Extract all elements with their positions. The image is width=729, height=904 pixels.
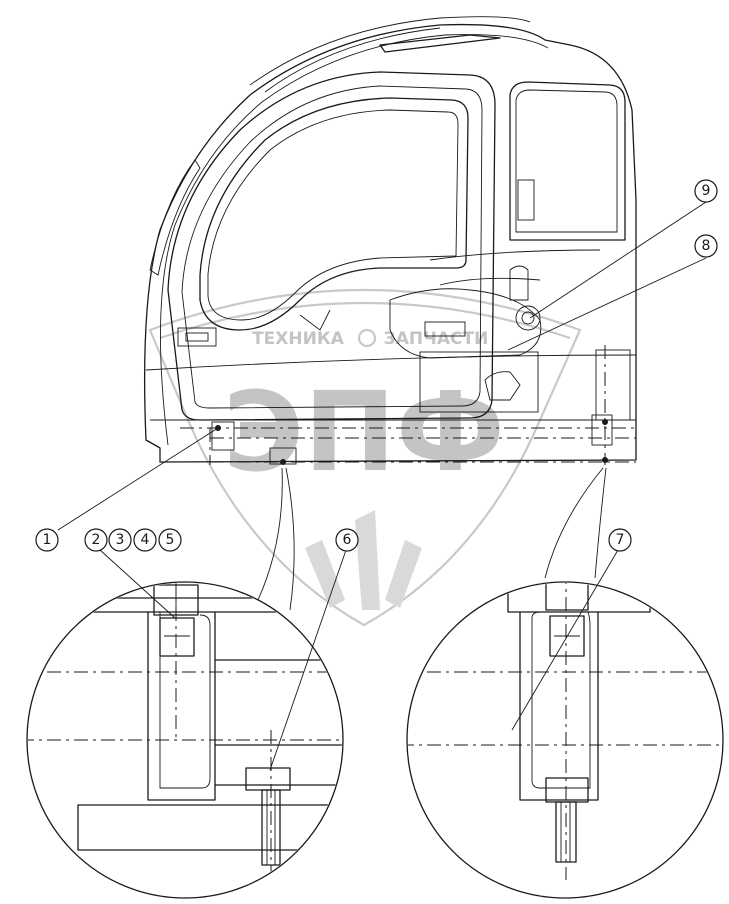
bolt-head-top-right bbox=[545, 583, 589, 611]
callout-label-5: 5 bbox=[166, 532, 175, 548]
door-inner-frame bbox=[181, 85, 483, 409]
connector-left-a bbox=[257, 467, 283, 601]
detail-circle-left bbox=[26, 581, 344, 899]
top-plate-right bbox=[507, 583, 651, 613]
connector-right-b bbox=[594, 467, 607, 579]
watermark-right-text: ЗАПЧАСТИ bbox=[384, 329, 489, 349]
nut-top-left bbox=[159, 617, 195, 657]
cab-inner-profile bbox=[160, 34, 549, 446]
watermark-gear-icon bbox=[357, 328, 377, 348]
callout-1: 1 bbox=[35, 528, 59, 552]
leader-1 bbox=[57, 427, 219, 531]
watermark-wheat-icon bbox=[305, 510, 422, 610]
callouts: 1 2 3 4 5 6 7 8 bbox=[35, 179, 718, 552]
door-handle bbox=[185, 332, 209, 342]
leader-8 bbox=[507, 257, 707, 351]
door-window bbox=[199, 97, 469, 331]
u-bracket-inner-left bbox=[159, 612, 211, 789]
callout-9: 9 bbox=[694, 179, 718, 203]
rear-side-window bbox=[509, 81, 626, 241]
detail-circle-right bbox=[406, 581, 724, 899]
door-lock-knob-center bbox=[521, 311, 535, 325]
watermark-shield bbox=[148, 288, 582, 627]
callout-label-9: 9 bbox=[702, 183, 711, 199]
connector-right-a bbox=[544, 467, 604, 579]
callout-5: 5 bbox=[158, 528, 182, 552]
centerlines-top bbox=[180, 345, 636, 465]
callout-7: 7 bbox=[608, 528, 632, 552]
front-pillar-strip bbox=[149, 159, 201, 276]
callout-label-8: 8 bbox=[702, 238, 711, 254]
u-bracket-right bbox=[519, 611, 599, 801]
callout-label-2: 2 bbox=[92, 532, 101, 548]
callout-3: 3 bbox=[108, 528, 132, 552]
watermark-left-text: ТЕХНИКА bbox=[252, 329, 345, 349]
detail-view-left bbox=[26, 581, 344, 899]
cab-door bbox=[167, 71, 631, 465]
rear-side-window-inner bbox=[515, 89, 618, 233]
callout-label-3: 3 bbox=[116, 532, 125, 548]
upper-rod bbox=[429, 249, 601, 261]
door-mark bbox=[299, 309, 331, 331]
detail-connectors bbox=[257, 467, 607, 611]
leader-9 bbox=[529, 201, 707, 319]
striker-slot bbox=[509, 265, 529, 301]
bolt-head-bottom-left bbox=[245, 767, 291, 791]
watermark-monogram: ЭПФ bbox=[223, 368, 505, 496]
u-bracket-inner-right bbox=[531, 611, 591, 789]
u-bracket-left bbox=[147, 611, 216, 801]
callout-4: 4 bbox=[133, 528, 157, 552]
hinge-bracket-right bbox=[591, 414, 613, 446]
wiper bbox=[379, 34, 501, 53]
callout-label-4: 4 bbox=[141, 532, 150, 548]
door-handle-recess bbox=[177, 327, 217, 347]
watermark-shield-inner-arc bbox=[159, 301, 571, 340]
hinge-bracket-left bbox=[211, 421, 235, 451]
door-outer-frame bbox=[167, 71, 496, 421]
connector-left-b bbox=[285, 467, 295, 611]
bottom-plate-left bbox=[77, 804, 342, 851]
door-window-inner bbox=[207, 109, 459, 321]
lower-lock-bracket bbox=[419, 351, 539, 413]
door-latch-plate bbox=[424, 321, 466, 337]
leader-2345 bbox=[99, 549, 176, 619]
leader-7 bbox=[511, 549, 619, 731]
roof-rail bbox=[249, 16, 531, 86]
leader-6 bbox=[269, 549, 347, 771]
window-latch bbox=[517, 179, 535, 221]
callout-label-1: 1 bbox=[43, 532, 52, 548]
detail-view-right bbox=[406, 581, 724, 899]
bolt-shank-left bbox=[261, 789, 281, 866]
door-lock-knob bbox=[515, 305, 541, 331]
callout-label-6: 6 bbox=[343, 532, 352, 548]
bolt-marker-right-upper bbox=[602, 419, 608, 425]
cab-outer-profile bbox=[143, 23, 637, 463]
bolt-head-bottom-right bbox=[545, 777, 589, 803]
callout-label-7: 7 bbox=[616, 532, 625, 548]
watermark: ТЕХНИКА ЗАПЧАСТИ ЭПФ bbox=[148, 288, 582, 627]
callout-2: 2 bbox=[84, 528, 108, 552]
lower-latch bbox=[484, 371, 521, 401]
callout-6: 6 bbox=[335, 528, 359, 552]
leader-lines bbox=[57, 201, 707, 771]
nut-top-right bbox=[549, 615, 585, 657]
roof-rail-inner bbox=[264, 27, 441, 93]
belt-line bbox=[145, 354, 637, 371]
rear-post-bracket bbox=[595, 349, 631, 421]
lock-rod bbox=[439, 277, 541, 286]
callout-8: 8 bbox=[694, 234, 718, 258]
